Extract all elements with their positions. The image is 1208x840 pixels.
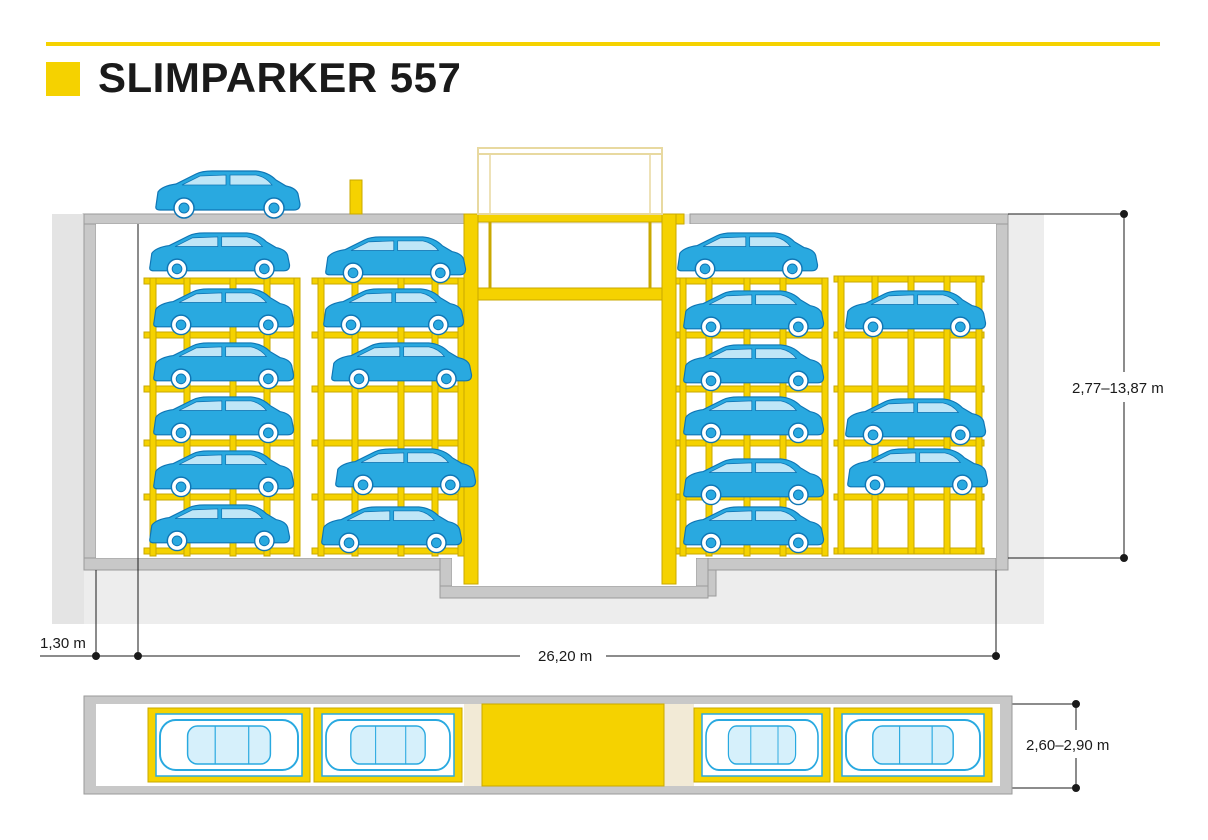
page-title: SLIMPARKER 557 — [98, 54, 462, 101]
width-dimension-label: 2,60–2,90 m — [1026, 737, 1109, 754]
height-dimension-label: 2,77–13,87 m — [1072, 380, 1164, 397]
title-accent-square — [46, 62, 80, 96]
rack-post — [457, 277, 465, 557]
rack-shelf — [311, 493, 463, 501]
rack-shelf — [143, 331, 301, 339]
plan-car-body — [325, 719, 451, 771]
plan-car — [845, 719, 981, 771]
rack-post — [293, 277, 301, 557]
rack-shelf — [311, 439, 463, 447]
length-dimension-label: 26,20 m — [538, 648, 592, 665]
offset-dimension-label: 1,30 m — [40, 635, 86, 652]
dimension-lines — [40, 210, 1128, 792]
bollard — [349, 179, 363, 215]
rack-shelf — [143, 385, 301, 393]
plan-car-body — [159, 719, 299, 771]
plan-car-body — [705, 719, 819, 771]
rack-post — [397, 277, 405, 557]
rack-shelf — [143, 547, 301, 555]
rack-shelf — [143, 439, 301, 447]
rack-shelf — [675, 277, 829, 285]
rack-shelf — [311, 385, 463, 393]
rack-post — [821, 277, 829, 557]
top-accent-rule — [46, 42, 1160, 46]
street-car — [155, 170, 301, 219]
plan-car-body — [845, 719, 981, 771]
plan-car — [325, 719, 451, 771]
rack-shelf — [143, 277, 301, 285]
rack-post — [317, 277, 325, 557]
plan-car — [159, 719, 299, 771]
entrance-canopy — [477, 147, 663, 215]
plan-elevator-platform — [481, 703, 665, 787]
plan-car — [705, 719, 819, 771]
plan-parking-bays — [147, 707, 993, 783]
rack-shelf — [675, 439, 829, 447]
rack-post — [837, 275, 845, 555]
elevator-shaft — [463, 213, 685, 585]
rack-shelf — [143, 493, 301, 501]
